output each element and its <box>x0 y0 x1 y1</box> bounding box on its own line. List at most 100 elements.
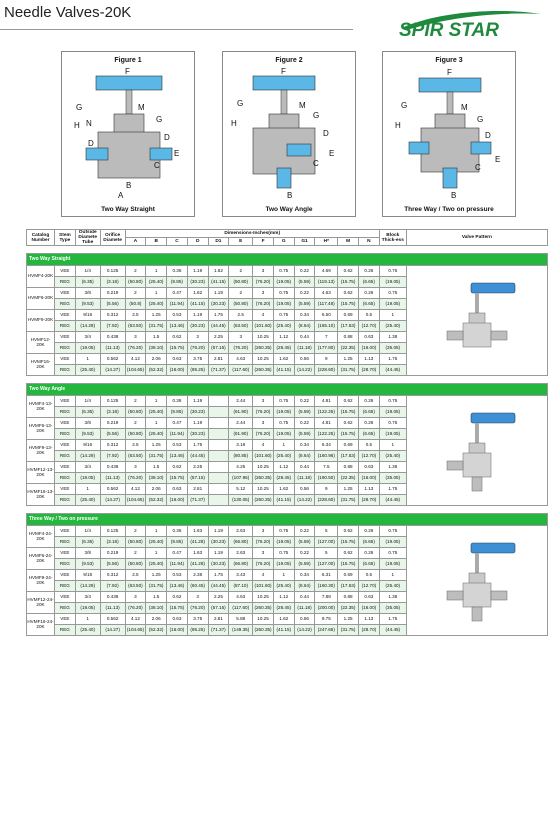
cell-inch: 6.31 <box>314 569 339 582</box>
stem-type: VEE <box>54 417 76 430</box>
cell-inch: 2 <box>124 547 147 560</box>
catalog-number: HVMF9-24-20K <box>25 569 56 593</box>
cell-mm: (76.20) <box>228 342 254 355</box>
cell-mm: (19.05) <box>272 298 295 311</box>
cell-inch: 1.75 <box>207 309 230 322</box>
cell-mm: (25.40) <box>272 450 295 463</box>
svg-text:F: F <box>447 68 452 77</box>
figure-1-drawing: FGH NMG DDE CBA <box>74 67 179 200</box>
cell-mm: (16.00) <box>357 472 380 485</box>
cell-inch: 0.62 <box>337 525 359 538</box>
cell-mm: (52.32) <box>145 364 168 377</box>
cell-inch: 0.62 <box>337 395 359 408</box>
cell-inch: 0.562 <box>99 483 126 496</box>
cell-inch: 0.69 <box>337 439 359 452</box>
cell-inch: 0.125 <box>99 395 126 408</box>
cell-inch <box>207 439 230 452</box>
cell-inch: 1.13 <box>357 613 380 626</box>
cell-inch: 2.5 <box>124 439 147 452</box>
cell-inch: 1 <box>145 417 168 430</box>
cell-inch: 0.312 <box>99 309 126 322</box>
valve-photo-three <box>446 542 516 621</box>
figure-caption: Two Way Angle <box>265 206 313 213</box>
cell-mm: (19.05) <box>378 558 407 571</box>
cell-inch: 2.06 <box>145 613 168 626</box>
svg-text:G: G <box>156 115 162 124</box>
cell-mm: (30.23) <box>207 558 230 571</box>
cell-mm: (22.35) <box>337 602 359 615</box>
cell-inch: 0.88 <box>337 331 359 344</box>
cell-mm: (44.45) <box>378 364 407 377</box>
cell-inch: 0.63 <box>357 461 380 474</box>
cell-inch: 0.312 <box>99 569 126 582</box>
cell-mm: (63.50) <box>124 320 147 333</box>
cell-inch: 0.75 <box>378 547 407 560</box>
cell-inch: 0.36 <box>166 265 188 278</box>
cell-mm: (30.23) <box>186 320 209 333</box>
cell-mm: (11.13) <box>99 342 126 355</box>
stem-type: VEE <box>54 483 76 496</box>
cell-mm: (44.45) <box>207 320 230 333</box>
cell-inch: 1.25 <box>337 353 359 366</box>
th-dim-3: D <box>186 237 209 247</box>
cell-mm: (50.80) <box>124 428 147 441</box>
cell-inch: 2.25 <box>207 591 230 604</box>
cell-inch: 0.26 <box>357 395 380 408</box>
cell-mm: (76.20) <box>252 406 274 419</box>
cell-inch: 0.62 <box>337 265 359 278</box>
gap-cell <box>26 245 548 255</box>
cell-mm: (177.80) <box>314 342 339 355</box>
cell-inch: 1.12 <box>272 461 295 474</box>
cell-inch: 2 <box>124 287 147 300</box>
cell-inch: 0.63 <box>166 613 188 626</box>
cell-inch: 2 <box>124 417 147 430</box>
figure-caption: Two Way Straight <box>101 206 155 213</box>
section-title: Two Way Straight <box>26 253 548 267</box>
cell-inch: 0.62 <box>337 547 359 560</box>
cell-mm: (160.96) <box>314 450 339 463</box>
cell-mm: (31.75) <box>145 320 168 333</box>
cell-inch: 1 <box>272 569 295 582</box>
cell-inch: 0.75 <box>272 525 295 538</box>
cell-inch: 3 <box>228 331 254 344</box>
stem-type-reg: REG <box>54 450 76 463</box>
cell-inch: 0.219 <box>99 287 126 300</box>
svg-text:D: D <box>164 133 170 142</box>
svg-text:C: C <box>154 161 160 170</box>
stem-type-reg: REG <box>54 428 76 441</box>
cell-inch: 6.50 <box>314 309 339 322</box>
cell-mm: (25.40) <box>74 494 101 507</box>
cell-mm: (11.94) <box>166 558 188 571</box>
cell-inch: 1.19 <box>186 309 209 322</box>
stem-type-reg: REG <box>54 342 76 355</box>
cell-mm <box>207 494 230 507</box>
cell-inch <box>207 483 230 496</box>
cell-mm: (76.20) <box>186 342 209 355</box>
cell-mm: (61.90) <box>228 406 254 419</box>
cell-inch: 1.63 <box>186 525 209 538</box>
cell-inch: 1.13 <box>357 353 380 366</box>
cell-mm: (30.23) <box>207 298 230 311</box>
cell-inch: 0.62 <box>166 591 188 604</box>
cell-mm: (25.40) <box>145 428 168 441</box>
cell-mm: (5.59) <box>293 406 316 419</box>
cell-mm: (15.75) <box>166 472 188 485</box>
cell-mm: (9.53) <box>74 558 101 571</box>
cell-mm: (11.94) <box>166 428 188 441</box>
cell-inch: 3 <box>252 547 274 560</box>
cell-inch: 2 <box>124 395 147 408</box>
th-dim-0: A <box>124 237 147 247</box>
catalog-number: HVMF9-20K <box>25 309 56 333</box>
cell-inch: 1.62 <box>186 287 209 300</box>
cell-inch: 1 <box>378 569 407 582</box>
th-dim-4: D1 <box>207 237 230 247</box>
cell-inch: 10.25 <box>252 591 274 604</box>
cell-mm: (13.46) <box>166 450 188 463</box>
cell-mm: (15.75) <box>337 558 359 571</box>
cell-inch: 2.44 <box>228 395 254 408</box>
cell-mm: (14.27) <box>99 624 126 637</box>
cell-mm: (30.23) <box>186 428 209 441</box>
cell-mm: (104.65) <box>124 494 147 507</box>
cell-mm: (31.75) <box>337 494 359 507</box>
